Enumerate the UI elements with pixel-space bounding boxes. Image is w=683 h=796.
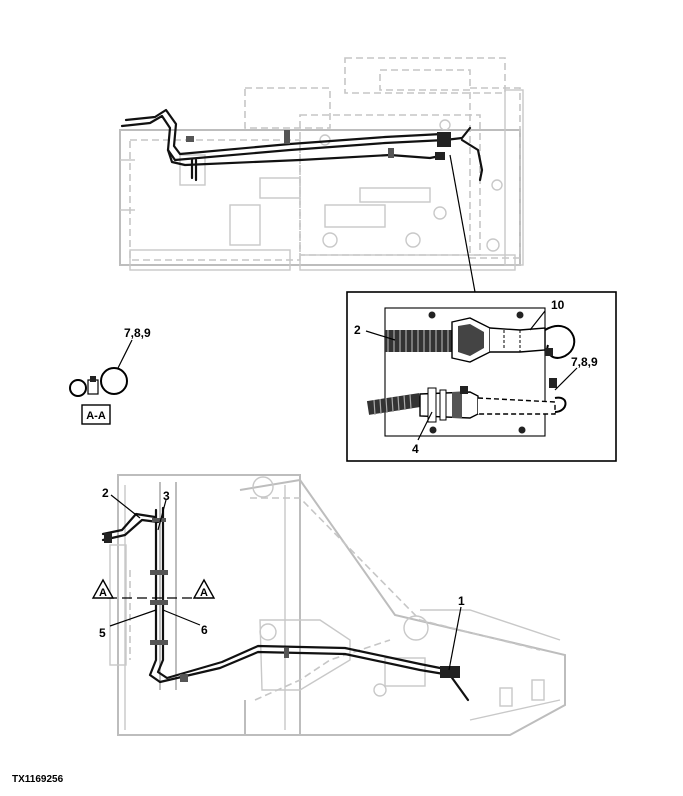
bolt-icon bbox=[428, 311, 436, 319]
section-label: A-A bbox=[86, 410, 106, 422]
section-label-box bbox=[81, 404, 111, 425]
top-hose-assembly bbox=[120, 108, 484, 182]
callout-main-6: 6 bbox=[201, 623, 208, 637]
leader-2 bbox=[365, 330, 396, 341]
detail-leader-line bbox=[449, 154, 476, 293]
leader-main-5 bbox=[109, 609, 157, 627]
section-marker-right: A bbox=[200, 587, 208, 599]
callout-10: 10 bbox=[551, 298, 565, 312]
leader-10 bbox=[529, 310, 546, 331]
section-marker-left: A bbox=[99, 587, 107, 599]
leader-main-2 bbox=[110, 494, 141, 519]
corrugated-hose-upper bbox=[385, 330, 455, 352]
leader-4 bbox=[417, 411, 433, 441]
top-chassis-outline bbox=[119, 57, 524, 271]
callout-main-3: 3 bbox=[163, 489, 170, 503]
callout-789: 7,8,9 bbox=[571, 355, 598, 369]
leader-main-1 bbox=[448, 606, 462, 671]
section-a-a: 7,8,9 A-A bbox=[69, 326, 151, 425]
callout-4: 4 bbox=[412, 442, 419, 456]
bolt-icon bbox=[516, 311, 524, 319]
bolt-icon bbox=[518, 426, 526, 434]
callout-main-1: 1 bbox=[458, 594, 465, 608]
upper-connector bbox=[451, 317, 576, 363]
callout-2: 2 bbox=[354, 323, 361, 337]
callout-main-5: 5 bbox=[99, 626, 106, 640]
callout-main-2: 2 bbox=[102, 486, 109, 500]
leader-main-6 bbox=[162, 609, 201, 626]
detail-frame bbox=[346, 291, 617, 462]
figure-id: TX1169256 bbox=[12, 774, 64, 785]
bolt-icon bbox=[429, 426, 437, 434]
leader-789 bbox=[554, 367, 578, 391]
detail-inset: 10 2 7,8,9 4 bbox=[346, 291, 617, 462]
side-chassis-outline bbox=[109, 474, 566, 736]
callout-section-789: 7,8,9 bbox=[124, 326, 151, 340]
leader-main-3 bbox=[157, 499, 167, 531]
section-cut-line: A A bbox=[91, 578, 216, 599]
corrugated-hose-lower bbox=[366, 378, 567, 423]
side-hose-assembly bbox=[101, 506, 470, 702]
bracket-plate bbox=[384, 307, 546, 437]
